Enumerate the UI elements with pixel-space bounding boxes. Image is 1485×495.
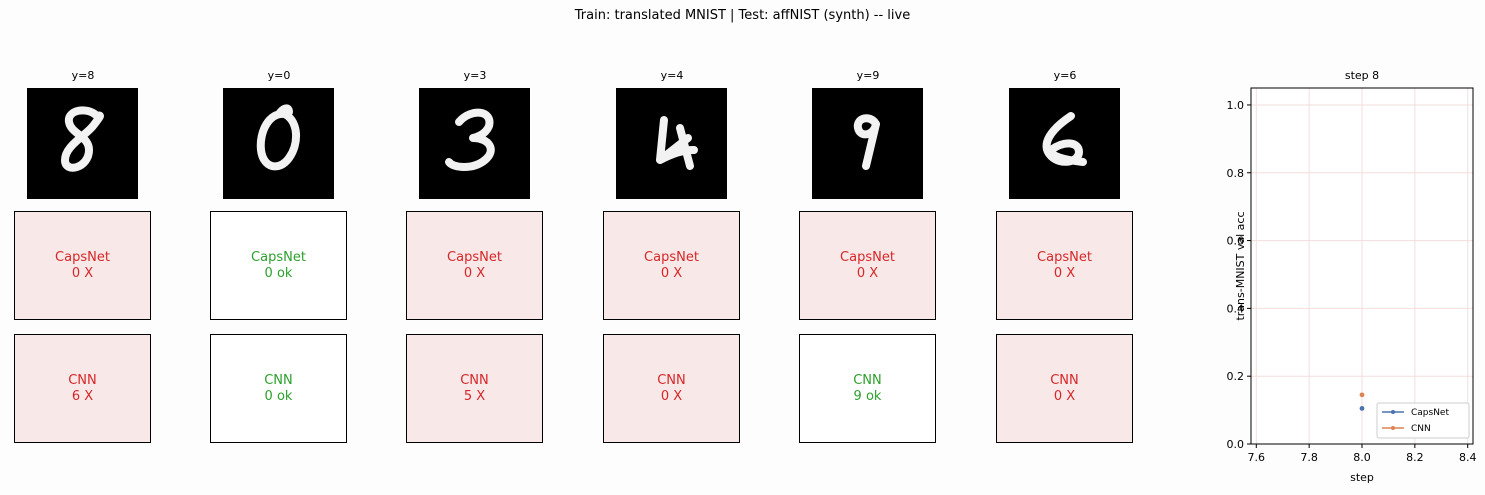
x-tick-label: 8.2 xyxy=(1406,451,1424,464)
y-tick-label: 0.6 xyxy=(1227,235,1245,248)
x-axis-label: step xyxy=(1350,471,1374,484)
model-name: CapsNet xyxy=(840,249,895,265)
prediction-result: 9 ok xyxy=(853,388,882,404)
y-tick-label: 1.0 xyxy=(1227,99,1245,112)
model-name: CapsNet xyxy=(447,249,502,265)
model-name: CapsNet xyxy=(251,249,306,265)
y-tick-label: 0.2 xyxy=(1227,370,1245,383)
model-name: CNN xyxy=(1050,372,1079,388)
digit-image xyxy=(616,88,727,199)
prediction-result: 0 X xyxy=(660,388,683,404)
prediction-result: 0 X xyxy=(1053,265,1076,281)
y-tick-label: 0.0 xyxy=(1227,438,1245,451)
digit-image xyxy=(27,88,138,199)
model-name: CNN xyxy=(68,372,97,388)
model-name: CNN xyxy=(657,372,686,388)
prediction-result: 0 X xyxy=(1053,388,1076,404)
plot-frame xyxy=(1250,87,1474,445)
x-tick-label: 7.6 xyxy=(1248,451,1266,464)
model-name: CNN xyxy=(264,372,293,388)
digit-image xyxy=(419,88,530,199)
prediction-result: 0 X xyxy=(856,265,879,281)
prediction-result: 6 X xyxy=(71,388,94,404)
digit-image xyxy=(1009,88,1120,199)
digit-image xyxy=(223,88,334,199)
x-tick-label: 8.4 xyxy=(1459,451,1477,464)
y-tick-label: 0.4 xyxy=(1227,302,1245,315)
chart-title: step 8 xyxy=(1344,69,1380,82)
sample-label: y=0 xyxy=(267,69,291,82)
figure-title: Train: translated MNIST | Test: affNIST … xyxy=(574,8,911,23)
prediction-result: 0 X xyxy=(463,265,486,281)
prediction-result: 0 X xyxy=(660,265,683,281)
data-point-cnn xyxy=(1359,392,1365,398)
prediction-result: 0 ok xyxy=(264,265,293,281)
x-tick-label: 8.0 xyxy=(1353,451,1371,464)
data-point-capsnet xyxy=(1359,406,1365,411)
x-tick-label: 7.8 xyxy=(1300,451,1318,464)
prediction-result: 0 X xyxy=(71,265,94,281)
legend-label-cnn: CNN xyxy=(1411,424,1431,434)
legend-marker-capsnet xyxy=(1391,410,1395,414)
model-name: CapsNet xyxy=(644,249,699,265)
sample-label: y=8 xyxy=(71,69,95,82)
digit-image xyxy=(812,88,923,199)
legend-marker-cnn xyxy=(1391,426,1395,430)
prediction-result: 0 ok xyxy=(264,388,293,404)
legend-label-capsnet: CapsNet xyxy=(1411,408,1449,418)
sample-label: y=3 xyxy=(463,69,487,82)
sample-label: y=6 xyxy=(1053,69,1077,82)
model-name: CNN xyxy=(853,372,882,388)
prediction-result: 5 X xyxy=(463,388,486,404)
y-axis-label: trans-MNIST val acc xyxy=(1234,211,1247,320)
sample-label: y=9 xyxy=(856,69,880,82)
sample-label: y=4 xyxy=(660,69,684,82)
model-name: CNN xyxy=(460,372,489,388)
model-name: CapsNet xyxy=(1037,249,1092,265)
model-name: CapsNet xyxy=(55,249,110,265)
y-tick-label: 0.8 xyxy=(1227,167,1245,180)
